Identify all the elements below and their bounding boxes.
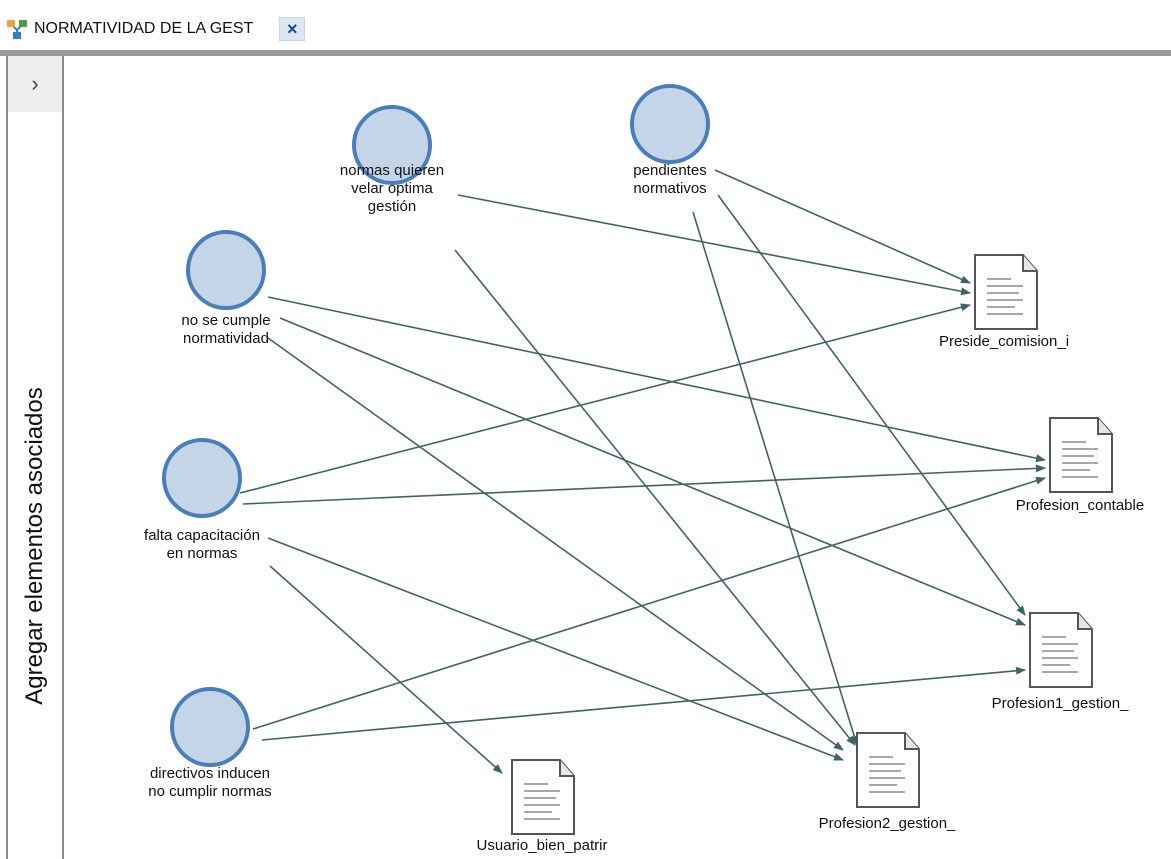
tab-bar: NORMATIVIDAD DE LA GEST × <box>0 0 1171 50</box>
associated-elements-panel: › Agregar elementos asociados <box>6 56 64 859</box>
concept-node-nocumple[interactable] <box>186 230 266 310</box>
edge-pendientes-prof1[interactable] <box>717 194 1026 616</box>
concept-node-falta[interactable] <box>162 438 242 518</box>
edge-normas-prof2[interactable] <box>454 249 856 746</box>
concept-label-line: gestión <box>367 198 417 215</box>
panel-title: Agregar elementos asociados <box>21 387 48 705</box>
concept-label-line: pendientes <box>633 162 707 179</box>
tab-title: NORMATIVIDAD DE LA GEST <box>34 20 254 37</box>
document-icon-prof1[interactable] <box>1029 612 1093 688</box>
edge-nocumple-prof1[interactable] <box>279 317 1026 626</box>
document-label-prof1: Profesion1_gestion_ <box>991 695 1129 712</box>
expand-panel-button[interactable]: › <box>8 56 62 112</box>
concept-label-line: en normas <box>166 545 238 562</box>
document-icon-usuario[interactable] <box>511 759 575 835</box>
concept-label-line: normas quieren <box>339 162 445 179</box>
concept-label-line: no cumplir normas <box>148 783 272 800</box>
edge-normas-preside[interactable] <box>457 194 971 296</box>
edge-falta-usuario[interactable] <box>269 565 503 774</box>
tab-divider <box>0 50 1171 56</box>
edge-nocumple-contable[interactable] <box>267 296 1046 463</box>
edge-pendientes-prof2[interactable] <box>692 211 859 746</box>
concept-node-normas[interactable] <box>352 105 432 185</box>
concept-label-line: falta capacitación <box>144 527 260 544</box>
concept-node-directivos[interactable] <box>170 687 250 767</box>
concept-label-line: normatividad <box>183 330 269 347</box>
document-label-usuario: Usuario_bien_patrir <box>476 837 608 854</box>
edge-falta-prof2[interactable] <box>267 537 844 761</box>
concept-label-line: normativos <box>633 180 707 197</box>
document-icon-prof2[interactable] <box>856 732 920 808</box>
edges-layer <box>239 169 1046 774</box>
document-icon-contable[interactable] <box>1049 417 1113 493</box>
concept-node-pendientes[interactable] <box>630 84 710 164</box>
nodes-layer <box>162 84 1113 835</box>
edge-directivos-contable[interactable] <box>252 476 1046 730</box>
edge-falta-preside[interactable] <box>239 303 971 494</box>
diagram-tab[interactable]: NORMATIVIDAD DE LA GEST × <box>6 12 346 46</box>
edge-pendientes-preside[interactable] <box>714 169 971 284</box>
network-diagram-icon <box>7 20 27 39</box>
concept-label-line: directivos inducen <box>149 765 271 782</box>
document-label-preside: Preside_comision_i <box>938 333 1070 350</box>
document-label-contable: Profesion_contable <box>1015 497 1145 514</box>
concept-label-line: velar optima <box>351 180 433 197</box>
concept-label-line: no se cumple <box>181 312 271 329</box>
document-label-prof2: Profesion2_gestion_ <box>818 815 956 832</box>
edge-directivos-prof1[interactable] <box>261 666 1026 741</box>
close-tab-button[interactable]: × <box>279 17 306 41</box>
edge-nocumple-prof2[interactable] <box>267 337 844 751</box>
edge-falta-contable[interactable] <box>242 464 1046 505</box>
document-icon-preside[interactable] <box>974 254 1038 330</box>
